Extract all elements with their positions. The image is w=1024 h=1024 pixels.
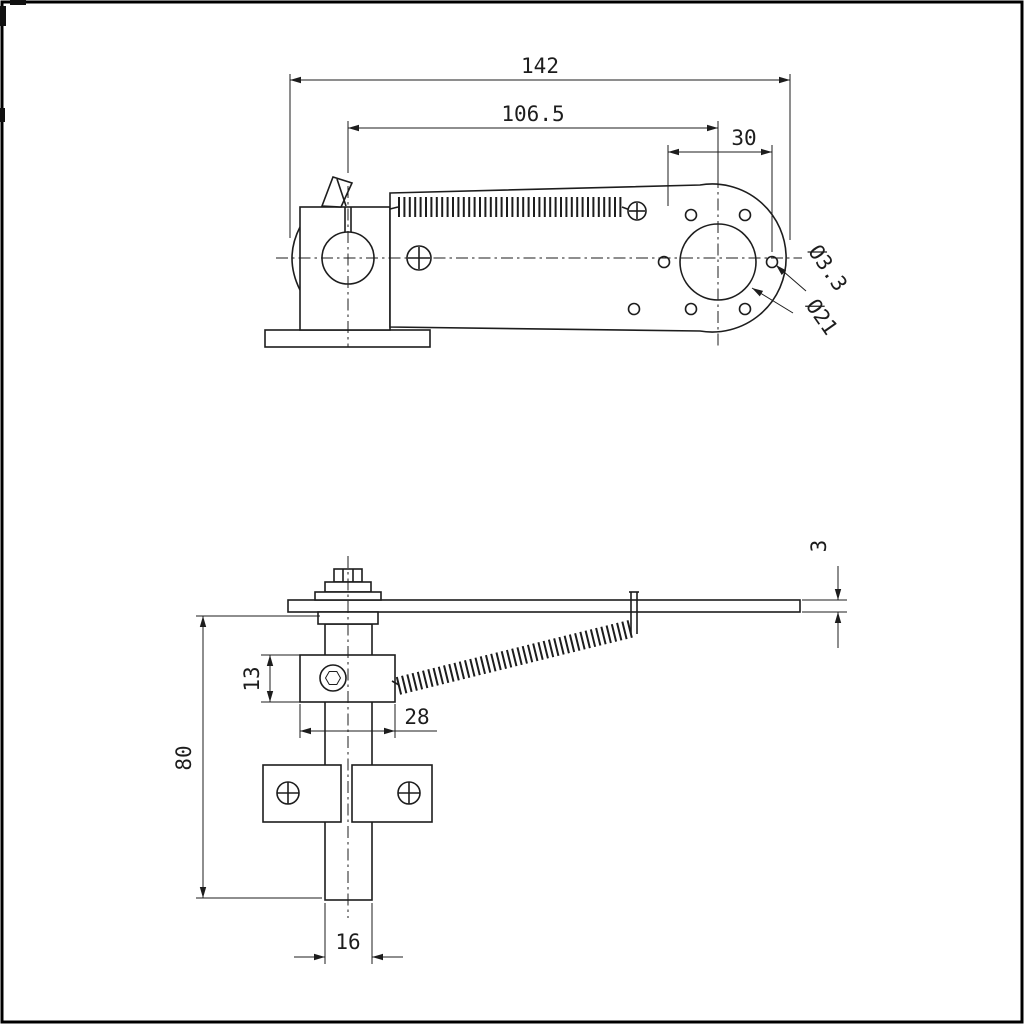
arm-plate-edge (287, 599, 801, 613)
bolt-hole (657, 255, 671, 269)
arrowhead (761, 148, 772, 156)
dim-center-distance: 106.5 (501, 102, 564, 126)
lever-tab-edge (336, 178, 347, 207)
front-view: 3 13 28 80 (172, 540, 847, 964)
spring-end-wire (389, 206, 399, 210)
arrowhead (384, 727, 395, 735)
dim-hole-offset: 30 (731, 126, 756, 150)
label-small-hole-dia: Ø3.3 (803, 240, 852, 295)
dim-clamp-height: 13 (240, 666, 264, 691)
lever-tab (320, 176, 354, 208)
dim-plate-thickness: 3 (807, 540, 831, 553)
top-view: 142 106.5 30 Ø3.3 Ø21 (264, 54, 852, 348)
bolt-hole (738, 208, 752, 222)
arrowhead (266, 691, 274, 702)
top-view-centerlines (276, 176, 802, 347)
label-center-hole-dia: Ø21 (801, 295, 842, 340)
edge-artifact (0, 6, 6, 26)
arrowhead (199, 887, 207, 898)
arrowhead (300, 727, 311, 735)
arrowhead (834, 612, 842, 623)
arrowhead (199, 616, 207, 627)
top-view-part (264, 176, 787, 348)
hex-socket (324, 671, 342, 685)
mount-block-left (262, 764, 342, 823)
edge-artifact (10, 0, 26, 5)
arrowhead (266, 655, 274, 666)
arrowhead (348, 124, 359, 132)
bolt-hole (738, 302, 752, 316)
socket-screw-icon (319, 664, 347, 692)
dim-overall-length: 142 (521, 54, 559, 78)
dim-clamp-width: 28 (404, 705, 429, 729)
bolt-hole (684, 302, 698, 316)
arrowhead (707, 124, 718, 132)
dim-shaft-length: 80 (172, 745, 196, 770)
bolt-hole (684, 208, 698, 222)
spring-coil-side (395, 619, 637, 695)
arrowhead (372, 953, 383, 961)
arrowhead (668, 148, 679, 156)
arrowhead (834, 589, 842, 600)
arrowhead (290, 76, 301, 84)
spring-end-wire (391, 680, 400, 686)
front-view-dimensions: 3 13 28 80 (172, 540, 847, 964)
arm-hole (627, 302, 641, 316)
arrowhead (779, 76, 790, 84)
arrowhead (314, 953, 325, 961)
dim-shaft-dia: 16 (335, 930, 360, 954)
front-view-part (262, 568, 801, 901)
bolt-hole (765, 255, 779, 269)
lever-arm-outline (389, 183, 787, 333)
edge-artifact (0, 108, 5, 122)
